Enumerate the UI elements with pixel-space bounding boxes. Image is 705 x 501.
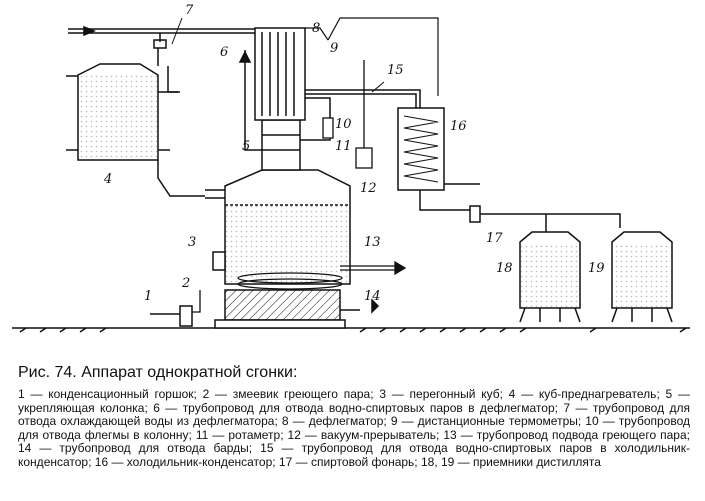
vacuum-breaker — [355, 60, 373, 169]
condensate-pot — [150, 305, 193, 327]
rotameter — [322, 117, 334, 139]
callout-4: 4 — [103, 172, 112, 187]
receiver-19 — [611, 231, 673, 323]
cooling-water-pipe — [68, 17, 262, 66]
callout-2: 2 — [181, 276, 190, 291]
vapor-pipe-to-condenser — [305, 81, 421, 108]
callout-15: 15 — [387, 63, 404, 78]
spirit-lantern — [469, 205, 621, 232]
column-and-dephlegmator — [238, 27, 331, 171]
callout-10: 10 — [335, 117, 352, 132]
callout-19: 19 — [588, 261, 605, 276]
callout-8: 8 — [312, 21, 320, 36]
callout-12: 12 — [360, 181, 377, 196]
callout-9: 9 — [330, 41, 338, 56]
condenser — [397, 107, 480, 211]
callout-5: 5 — [242, 139, 250, 154]
callout-16: 16 — [450, 119, 467, 134]
ground-line — [12, 327, 690, 333]
figure-title: Рис. 74. Аппарат однократной сгонки: — [18, 364, 298, 381]
furnace-base — [214, 289, 380, 329]
figure-legend: 1 — конденсационный горшок; 2 — змеевик … — [18, 387, 690, 469]
callout-18: 18 — [496, 261, 513, 276]
callout-14: 14 — [364, 289, 381, 304]
callout-1: 1 — [144, 289, 152, 304]
still-body — [205, 169, 351, 285]
preheater-tank — [66, 63, 205, 197]
callout-6: 6 — [220, 45, 228, 60]
callout-7: 7 — [185, 3, 194, 18]
heating-coil — [190, 260, 407, 313]
distillation-apparatus-diagram: 7 8 9 6 15 16 10 11 5 4 12 3 13 17 2 1 1… — [12, 3, 690, 333]
callout-11: 11 — [335, 139, 352, 154]
receiver-18 — [519, 231, 581, 323]
callout-13: 13 — [364, 235, 381, 250]
callout-3: 3 — [188, 235, 196, 250]
callout-17: 17 — [486, 231, 503, 246]
thermometers — [305, 17, 439, 96]
